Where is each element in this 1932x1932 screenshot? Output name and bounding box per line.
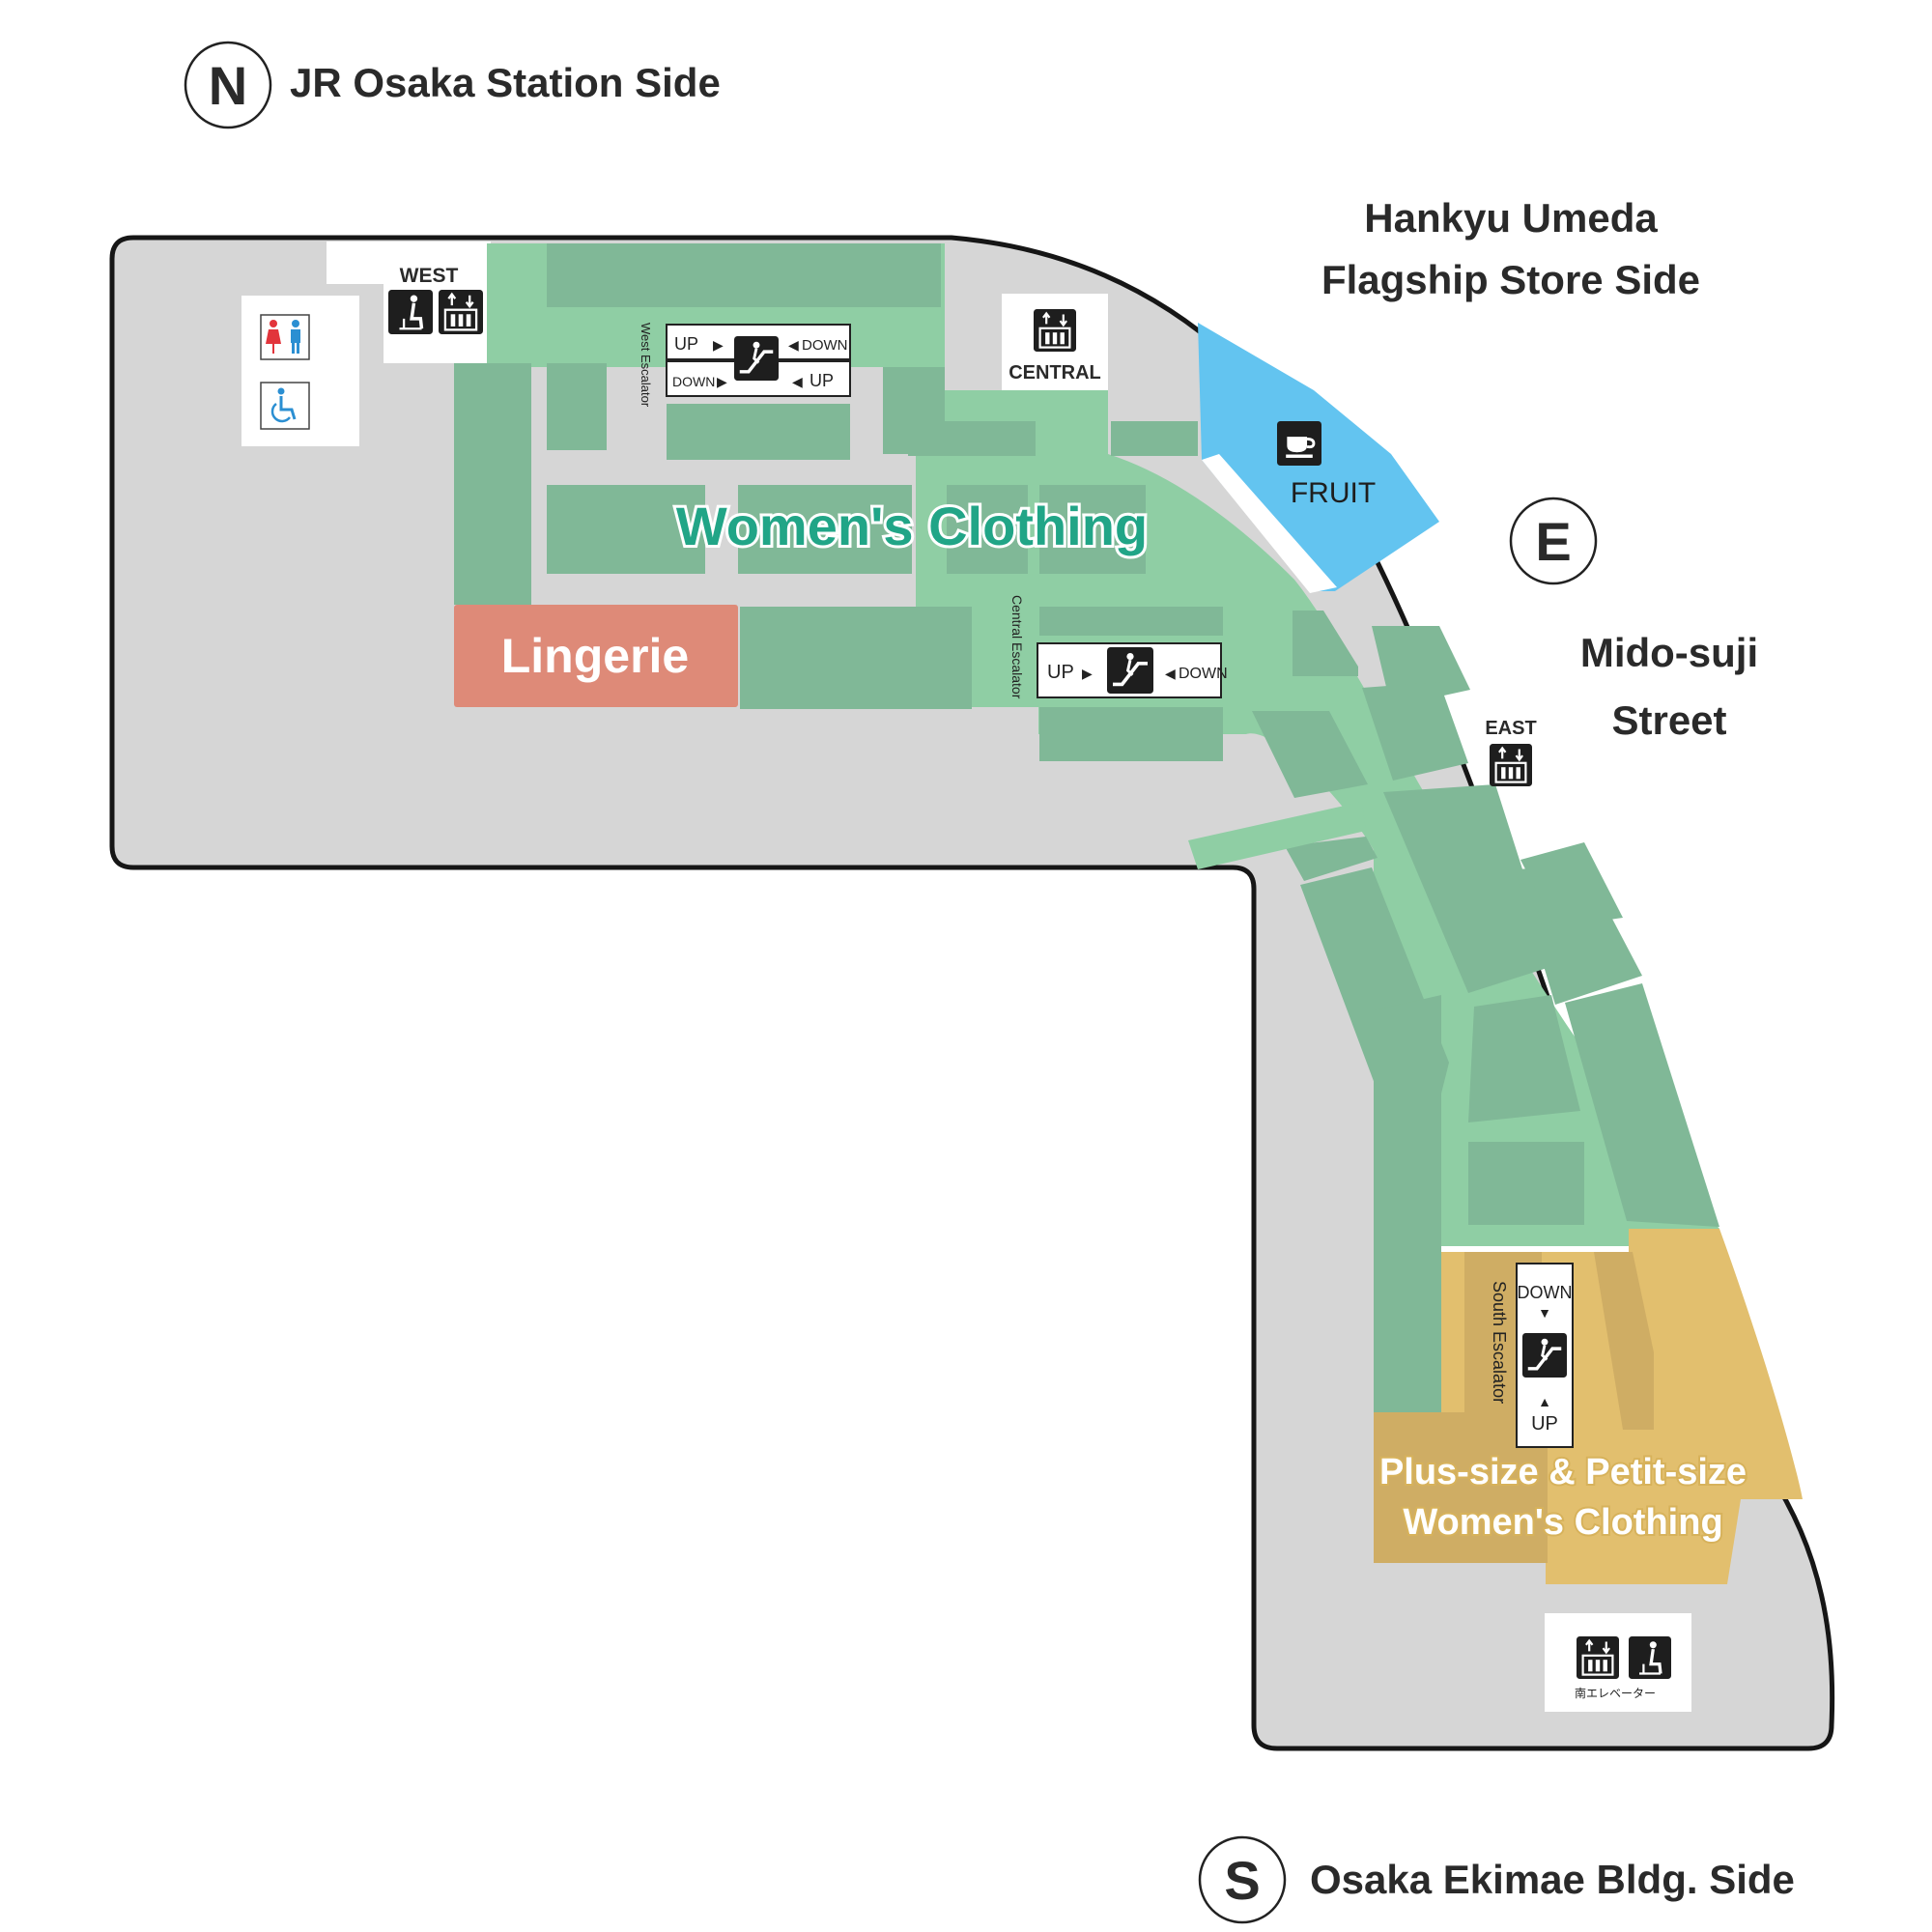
womens-clothing-area: [454, 243, 1719, 1412]
elevator-central-label: CENTRAL: [1009, 362, 1101, 384]
central-escalator[interactable]: UP ▶ ◀ DOWN: [1037, 642, 1228, 698]
west-esc-row1-left: UP: [674, 334, 698, 354]
arrow-down-icon: ▼: [1538, 1305, 1551, 1321]
central-esc-right: DOWN: [1179, 666, 1228, 682]
west-escalator-label: West Escalator: [639, 323, 653, 408]
fruit-aisle: [1202, 454, 1337, 593]
south-esc-top: DOWN: [1518, 1283, 1573, 1302]
womens-clothing-label[interactable]: Women's Clothing: [673, 493, 1151, 559]
compass-letter-e: E: [1535, 511, 1571, 572]
north-side-label: JR Osaka Station Side: [290, 60, 721, 105]
west-esc-row1-right: DOWN: [802, 337, 848, 354]
west-esc-row2-left: DOWN: [672, 374, 715, 389]
restroom-icon[interactable]: [260, 314, 310, 360]
cafe-icon: [1277, 421, 1321, 466]
plus-petit-label-line1[interactable]: Plus-size & Petit-size: [1378, 1450, 1748, 1494]
elevator-east-label: EAST: [1485, 718, 1536, 739]
west-esc-row2-right: UP: [810, 371, 834, 390]
east-marker: E: [1509, 497, 1598, 585]
fruit-label[interactable]: FRUIT: [1291, 477, 1376, 509]
elevator-icon[interactable]: [439, 290, 483, 334]
elevator-west-label: WEST: [400, 265, 459, 287]
central-esc-left: UP: [1047, 662, 1074, 683]
seating-icon: [1629, 1636, 1671, 1679]
elevator-icon[interactable]: [1577, 1636, 1619, 1679]
west-escalator[interactable]: UP ▶ ◀ DOWN DOWN ▶ ◀ UP: [666, 324, 851, 397]
arrow-up-icon: ▲: [1538, 1394, 1551, 1409]
lingerie-label[interactable]: Lingerie: [501, 629, 689, 683]
north-marker: N: [184, 41, 272, 129]
escalator-icon: [1107, 647, 1153, 694]
compass-letter-s: S: [1224, 1850, 1260, 1911]
arrow-left-icon: ◀: [792, 374, 803, 389]
arrow-left-icon: ◀: [788, 337, 799, 353]
hankyu-label-line2: Flagship Store Side: [1321, 257, 1700, 302]
east-side-label-line1: Mido-suji: [1580, 630, 1758, 675]
arrow-left-icon: ◀: [1165, 666, 1176, 681]
seating-icon: [388, 290, 433, 334]
central-escalator-label: Central Escalator: [1009, 595, 1025, 699]
escalator-icon: [1522, 1333, 1567, 1378]
south-side-label: Osaka Ekimae Bldg. Side: [1310, 1857, 1795, 1902]
elevator-south-label: 南エレベーター: [1575, 1686, 1656, 1700]
south-escalator[interactable]: DOWN ▼ ▲ UP: [1516, 1263, 1574, 1448]
south-marker: S: [1198, 1835, 1287, 1924]
hankyu-label-line1: Hankyu Umeda: [1364, 195, 1658, 241]
escalator-icon: [734, 336, 779, 381]
arrow-right-icon: ▶: [717, 374, 727, 389]
plus-petit-label-line2[interactable]: Women's Clothing: [1401, 1500, 1724, 1545]
east-side-label-line2: Street: [1611, 697, 1726, 743]
south-esc-bottom: UP: [1531, 1413, 1558, 1435]
elevator-icon[interactable]: [1034, 309, 1076, 352]
lingerie-area: [454, 605, 738, 707]
arrow-right-icon: ▶: [1082, 666, 1093, 681]
compass-letter-n: N: [209, 55, 247, 116]
arrow-right-icon: ▶: [713, 337, 724, 353]
elevator-icon[interactable]: [1490, 744, 1532, 786]
south-escalator-label: South Escalator: [1490, 1281, 1509, 1404]
accessible-restroom-icon[interactable]: [260, 382, 310, 430]
